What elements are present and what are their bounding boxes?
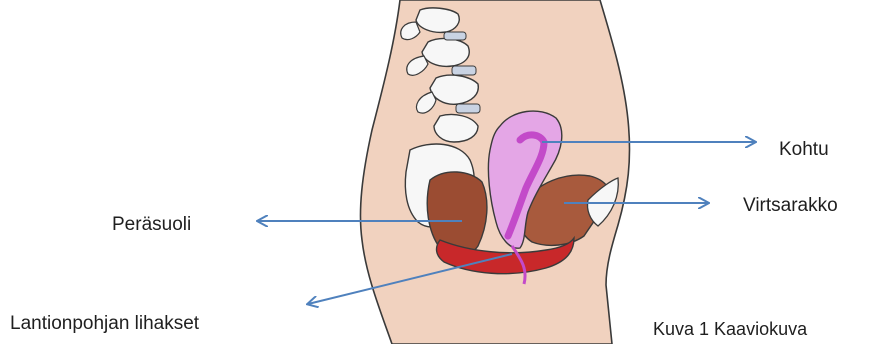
rectum (427, 172, 487, 255)
vertebra (422, 39, 469, 67)
disc (456, 104, 480, 113)
disc (452, 66, 476, 75)
label-lantionpohja: Lantionpohjan lihakset (10, 314, 199, 333)
disc (444, 32, 466, 40)
figure-caption: Kuva 1 Kaaviokuva (653, 320, 807, 338)
label-perasuoli: Peräsuoli (112, 215, 191, 234)
label-virtsarakko: Virtsarakko (743, 196, 838, 215)
label-kohtu: Kohtu (779, 140, 829, 159)
